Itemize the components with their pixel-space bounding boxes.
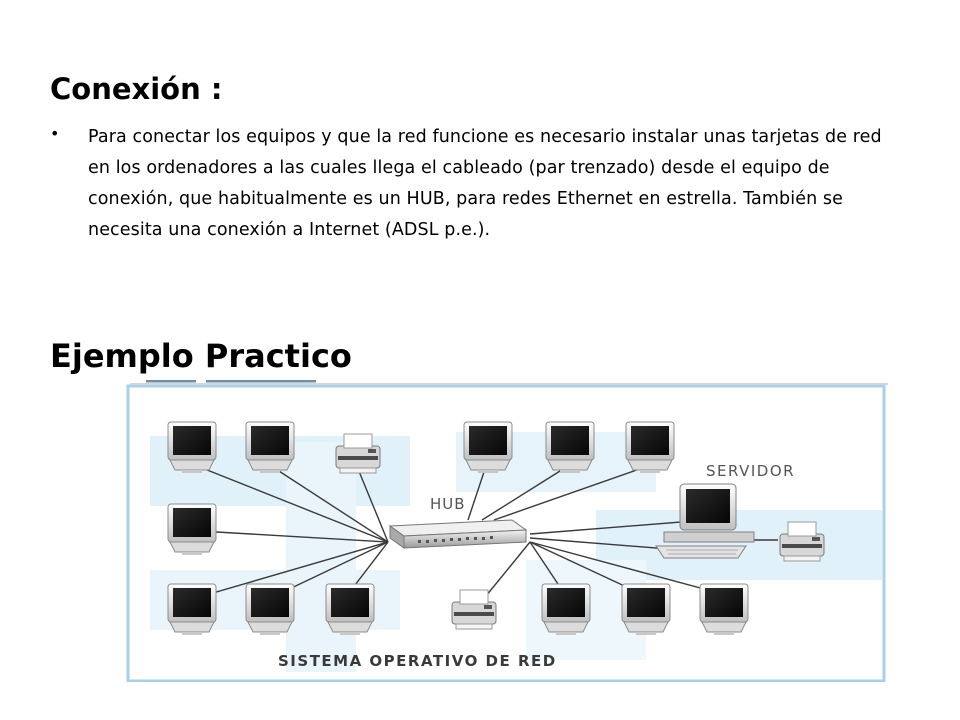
diagram-caption: SISTEMA OPERATIVO DE RED [278, 652, 557, 670]
computer-icon [699, 583, 749, 636]
section-title-ejemplo: Ejemplo Practico [50, 337, 352, 375]
bullet-item: • Para conectar los equipos y que la red… [50, 122, 900, 246]
computer-icon [245, 421, 295, 474]
computer-icon [463, 421, 513, 474]
hub-label: HUB [430, 495, 466, 513]
section-title-conexion: Conexión : [50, 72, 223, 106]
computer-icon [545, 421, 595, 474]
bullet-text: Para conectar los equipos y que la red f… [88, 127, 882, 240]
computer-icon [541, 583, 591, 636]
computer-icon [245, 583, 295, 636]
server-icon [655, 483, 755, 559]
hub-device [388, 519, 528, 549]
computer-icon [167, 503, 217, 556]
computer-icon [621, 583, 671, 636]
bullet-dot: • [50, 124, 60, 143]
computer-icon [167, 583, 217, 636]
network-diagram: HUB SERVIDOR SISTEMA OPERATIVO DE RED [126, 380, 888, 682]
server-label: SERVIDOR [706, 462, 795, 480]
computer-icon [625, 421, 675, 474]
computer-icon [325, 583, 375, 636]
computer-icon [167, 421, 217, 474]
